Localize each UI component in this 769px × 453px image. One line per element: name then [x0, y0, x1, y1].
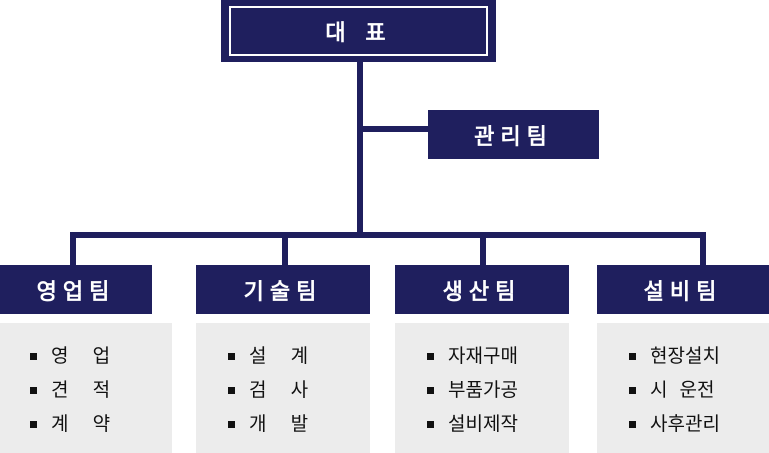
team-label: 생산팀	[442, 279, 522, 305]
duty-item: 자재구매	[427, 339, 569, 373]
duty-item: 현장설치	[629, 339, 769, 373]
team-drop-line-tech	[282, 232, 288, 266]
ceo-box: 대 표	[221, 0, 496, 62]
bullet-icon	[228, 352, 235, 360]
duty-item: 견 적	[30, 373, 172, 407]
ceo-box-inner-frame: 대 표	[229, 6, 488, 56]
duty-panel-tech: 설 계 검 사 개 발	[196, 323, 370, 453]
duty-item: 부품가공	[427, 373, 569, 407]
team-label: 설비팀	[643, 279, 723, 305]
team-box-production: 생산팀	[395, 265, 569, 314]
bullet-icon	[30, 386, 37, 394]
duty-item: 사후관리	[629, 407, 769, 441]
trunk-line	[357, 62, 363, 237]
bullet-icon	[30, 352, 37, 360]
management-branch-line	[357, 126, 429, 132]
duty-item: 시 운전	[629, 373, 769, 407]
team-box-sales: 영업팀	[0, 265, 152, 314]
team-label: 기술팀	[243, 279, 323, 305]
bullet-icon	[629, 386, 636, 394]
duty-item: 설비제작	[427, 407, 569, 441]
management-box: 관리팀	[428, 110, 599, 159]
bullet-icon	[30, 420, 37, 428]
duty-item: 개 발	[228, 407, 370, 441]
bullet-icon	[629, 352, 636, 360]
duty-item: 설 계	[228, 339, 370, 373]
bullet-icon	[629, 420, 636, 428]
bullet-icon	[228, 386, 235, 394]
ceo-label: 대 표	[325, 21, 392, 46]
management-label: 관리팀	[474, 124, 553, 150]
team-box-tech: 기술팀	[196, 265, 370, 314]
team-bus-line	[70, 232, 706, 238]
team-box-facility: 설비팀	[597, 265, 769, 314]
team-drop-line-sales	[70, 232, 76, 266]
duty-item: 영 업	[30, 339, 172, 373]
team-label: 영업팀	[36, 279, 116, 305]
duty-panel-sales: 영 업 견 적 계 약	[0, 323, 172, 453]
bullet-icon	[228, 420, 235, 428]
duty-item: 검 사	[228, 373, 370, 407]
team-drop-line-facility	[700, 232, 706, 266]
bullet-icon	[427, 386, 434, 394]
duty-item: 계 약	[30, 407, 172, 441]
bullet-icon	[427, 352, 434, 360]
team-drop-line-production	[480, 232, 486, 266]
bullet-icon	[427, 420, 434, 428]
duty-panel-production: 자재구매 부품가공 설비제작	[395, 323, 569, 453]
duty-panel-facility: 현장설치 시 운전 사후관리	[597, 323, 769, 453]
